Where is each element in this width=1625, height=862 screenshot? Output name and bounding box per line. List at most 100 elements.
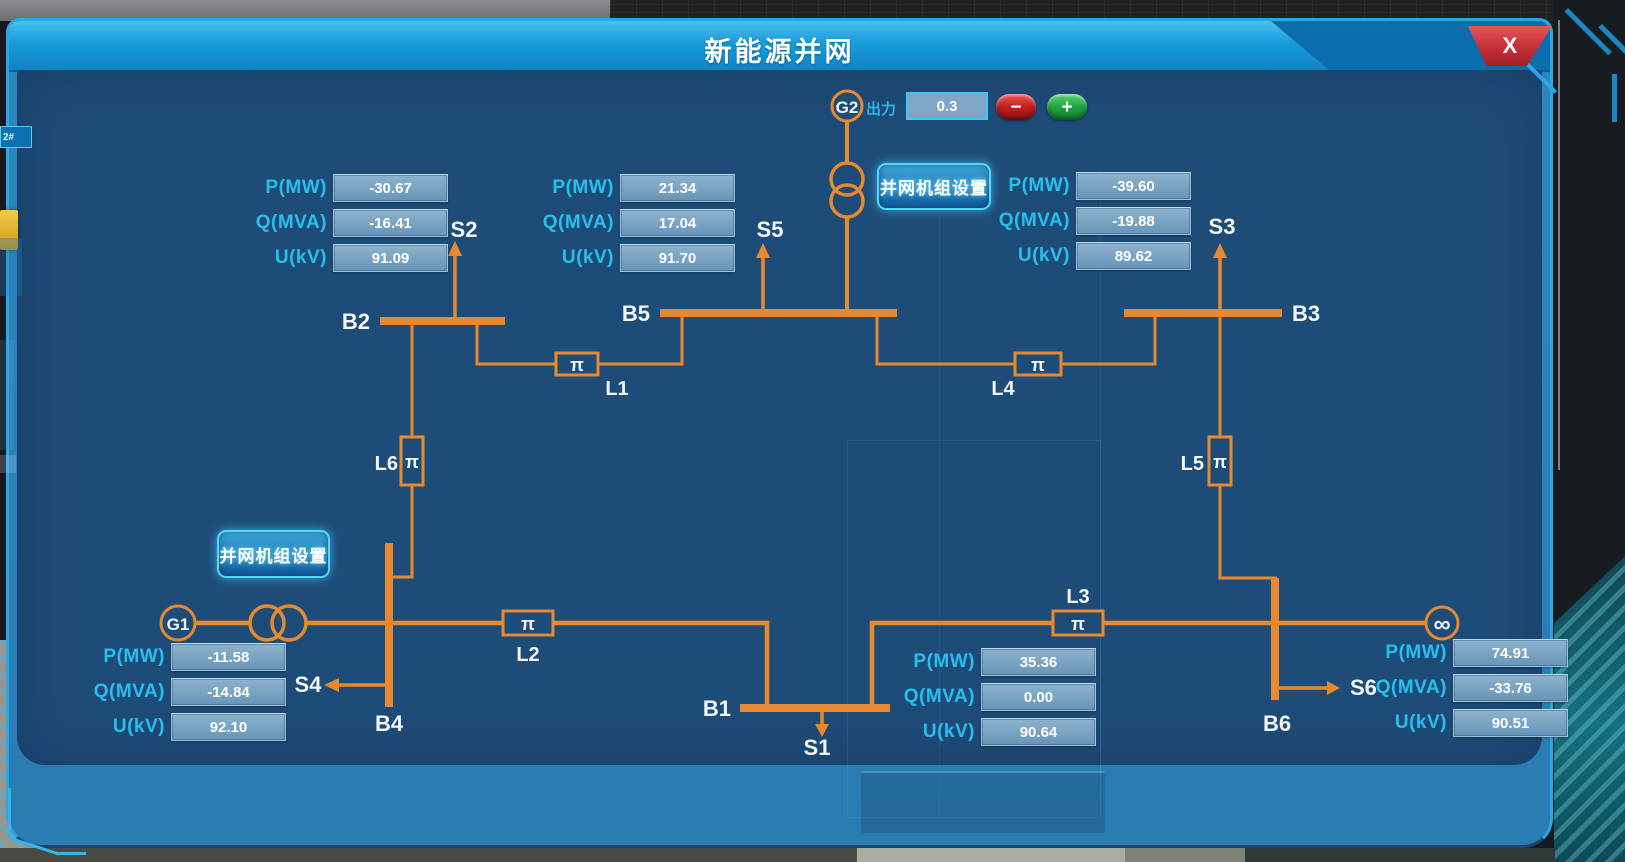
pi-box-l1 [554,351,600,377]
measurement-row: U(kV) 91.09 [245,244,448,272]
minus-icon: − [1010,96,1022,118]
measurement-row: U(kV) 92.10 [83,713,286,741]
decrease-output-button[interactable]: − [996,94,1036,120]
measurement-label: U(kV) [1017,245,1070,266]
dialog-footer-inset [861,771,1105,833]
background-bottom-block [857,848,1125,862]
measurement-label: U(kV) [561,247,614,268]
svg-text:B3: B3 [1292,301,1320,326]
measurement-row: P(MW) -30.67 [245,174,448,202]
transformer-t2-icon [829,161,865,219]
pi-box-l2 [501,609,555,637]
sidebar-ghost-item [0,340,14,450]
value-box: 92.10 [171,713,286,741]
right-edge-line [1558,20,1560,470]
value-box: 90.51 [1453,709,1568,737]
value-box: 21.34 [620,174,735,202]
measurement-row: Q(MVA) 0.00 [893,683,1096,711]
svg-text:B2: B2 [342,309,370,334]
measurement-label: Q(MVA) [255,212,327,233]
svg-text:π: π [521,614,535,634]
grid-unit-settings-button-g2[interactable]: 并网机组设置 [877,163,991,210]
panel-bus-b1: P(MW) 35.36 Q(MVA) 0.00 U(kV) 90.64 [893,648,1096,753]
measurement-row: U(kV) 91.70 [532,244,735,272]
bus-labels: B1 B2 B3 B4 B5 B6 [342,301,1320,736]
svg-text:S6: S6 [1350,675,1377,700]
svg-text:L3: L3 [1066,586,1089,608]
value-box: 17.04 [620,209,735,237]
svg-text:S4: S4 [295,672,323,697]
measurement-label: P(MW) [552,177,614,198]
ghost-outline [939,170,1101,816]
load-arrows [324,241,1340,737]
svg-text:B4: B4 [375,711,404,736]
svg-text:L2: L2 [516,644,539,666]
measurement-row: Q(MVA) -14.84 [83,678,286,706]
sidebar-ghost-badge [0,210,18,250]
grid-unit-settings-button-g1[interactable]: 并网机组设置 [217,530,330,578]
g2-output-input[interactable]: 0.3 [906,92,988,120]
value-box: 35.36 [981,648,1096,676]
grid-connection-dialog: 新能源并网 [6,18,1553,848]
panel-bus-b2: P(MW) -30.67 Q(MVA) -16.41 U(kV) 91.09 [245,174,448,279]
background-bottom-block [1125,848,1245,862]
svg-text:π: π [1213,452,1227,472]
measurement-label: P(MW) [265,177,327,198]
measurement-label: P(MW) [103,646,165,667]
background-top-grid [610,0,1625,21]
value-box: -16.41 [333,209,448,237]
measurement-label: U(kV) [274,247,327,268]
svg-text:G2: G2 [836,98,859,117]
measurement-row: U(kV) 90.64 [893,718,1096,746]
corner-bracket-accent [56,852,86,855]
measurement-row: Q(MVA) -33.76 [1365,674,1568,702]
corner-accent-line [1612,74,1617,122]
line-connectors [391,309,1277,580]
measurement-label: P(MW) [913,651,975,672]
output-label: 出力 [866,101,897,118]
value-box: -33.76 [1453,674,1568,702]
measurement-row: Q(MVA) -19.88 [988,207,1191,235]
measurement-label: Q(MVA) [1375,677,1447,698]
svg-text:B5: B5 [622,301,650,326]
value-box: -30.67 [333,174,448,202]
svg-text:S3: S3 [1209,214,1236,239]
measurement-row: P(MW) -11.58 [83,643,286,671]
measurement-label: P(MW) [1008,175,1070,196]
panel-bus-b5: P(MW) 21.34 Q(MVA) 17.04 U(kV) 91.70 [532,174,735,279]
pi-box-l4 [1013,351,1063,377]
measurement-label: Q(MVA) [903,686,975,707]
dialog-title: 新能源并网 [704,37,855,67]
measurement-row: P(MW) 35.36 [893,648,1096,676]
sidebar-ghost-tag: 2# [0,126,32,148]
value-box: -39.60 [1076,172,1191,200]
measurement-row: P(MW) -39.60 [988,172,1191,200]
measurement-label: P(MW) [1385,642,1447,663]
panel-bus-b6: P(MW) 74.91 Q(MVA) -33.76 U(kV) 90.51 [1365,639,1568,744]
transformer-t1-icon [248,604,308,642]
svg-text:B6: B6 [1263,711,1291,736]
pi-box-l3 [1051,609,1105,637]
value-box: -11.58 [171,643,286,671]
value-box: -19.88 [1076,207,1191,235]
value-box: 91.09 [333,244,448,272]
measurement-label: Q(MVA) [998,210,1070,231]
measurement-row: Q(MVA) 17.04 [532,209,735,237]
sidebar-ghost-item [0,238,22,296]
svg-text:π: π [570,355,584,375]
measurement-row: P(MW) 21.34 [532,174,735,202]
sidebar-ghost-item [0,455,16,473]
value-box: 0.00 [981,683,1096,711]
value-box: 91.70 [620,244,735,272]
svg-text:S2: S2 [451,217,478,242]
value-box: 90.64 [981,718,1096,746]
close-icon: X [1502,33,1518,58]
value-box: -14.84 [171,678,286,706]
increase-output-button[interactable]: + [1047,94,1087,120]
measurement-label: U(kV) [922,721,975,742]
svg-text:L4: L4 [991,378,1015,400]
svg-text:S5: S5 [757,217,784,242]
bus-bars [380,309,1282,712]
measurement-label: U(kV) [112,716,165,737]
